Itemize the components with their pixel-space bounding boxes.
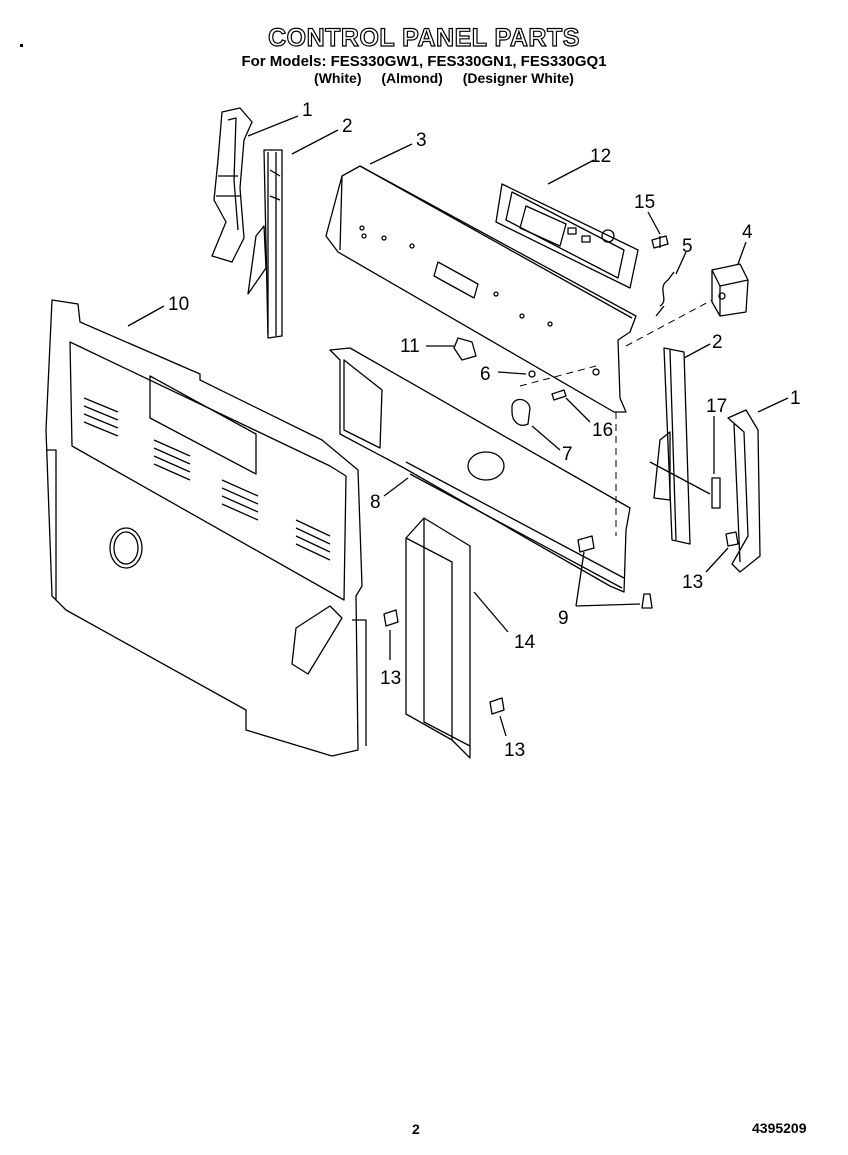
part-clock-module (495, 183, 639, 289)
part-screw-15 (651, 235, 669, 249)
part-clip-17 (711, 477, 721, 509)
part-knob-7 (511, 398, 531, 426)
callout-15: 15 (634, 192, 655, 213)
callout-10: 10 (168, 294, 189, 315)
callout-1: 1 (302, 100, 313, 121)
callout-4: 4 (742, 222, 753, 243)
part-screw-13c (489, 697, 505, 715)
variant-list: (White) (Almond) (Designer White) (40, 70, 848, 86)
part-control-panel (325, 165, 637, 413)
model-list: For Models: FES330GW1, FES330GN1, FES330… (241, 53, 607, 70)
callout-13-left: 13 (380, 668, 401, 689)
part-end-cap-left (211, 107, 253, 263)
part-channel (405, 517, 471, 759)
callout-13-bottom: 13 (504, 740, 525, 761)
part-bracket-right (649, 347, 711, 545)
part-bracket-left (247, 149, 283, 339)
callout-numbers: 1 2 3 12 15 5 4 10 11 6 2 17 1 16 7 8 9 … (168, 100, 801, 761)
part-screw-9a (577, 535, 595, 553)
part-rear-panel (45, 299, 367, 757)
part-switch-box (711, 263, 749, 317)
callout-6: 6 (480, 364, 491, 385)
part-knob-11 (453, 337, 477, 361)
callout-2-right: 2 (712, 332, 723, 353)
callout-2: 2 (342, 116, 353, 137)
callout-5: 5 (682, 236, 693, 257)
scan-mark (20, 44, 23, 47)
part-wire-harness (659, 271, 675, 307)
part-clip-6 (528, 370, 536, 378)
callout-16: 16 (592, 420, 613, 441)
callout-9: 9 (558, 608, 569, 629)
variant-almond: (Almond) (381, 70, 443, 86)
part-screw-13b (383, 609, 399, 627)
variant-designer-white: (Designer White) (462, 70, 574, 86)
callout-leaders (127, 115, 789, 737)
part-screw-9b (641, 593, 653, 609)
callout-11: 11 (400, 336, 420, 357)
part-screw-13a (725, 531, 739, 547)
page-title: CONTROL PANEL PARTS (267, 23, 580, 52)
callout-7: 7 (562, 444, 573, 465)
callout-17: 17 (706, 396, 727, 417)
page-number: 2 (412, 1121, 420, 1137)
part-screw-16 (551, 389, 567, 401)
alignment-lines (519, 299, 713, 536)
callout-14: 14 (514, 632, 536, 653)
callout-1-right: 1 (790, 388, 801, 409)
part-end-cap-right (727, 409, 761, 573)
callout-13-right: 13 (682, 572, 703, 593)
callout-8: 8 (370, 492, 381, 513)
callout-12: 12 (590, 146, 611, 167)
callout-3: 3 (416, 130, 427, 151)
variant-white: (White) (314, 70, 362, 86)
page-header: CONTROL PANEL PARTS For Models: FES330GW… (0, 23, 848, 86)
part-lower-trim (329, 347, 631, 593)
part-code: 4395209 (752, 1120, 807, 1136)
